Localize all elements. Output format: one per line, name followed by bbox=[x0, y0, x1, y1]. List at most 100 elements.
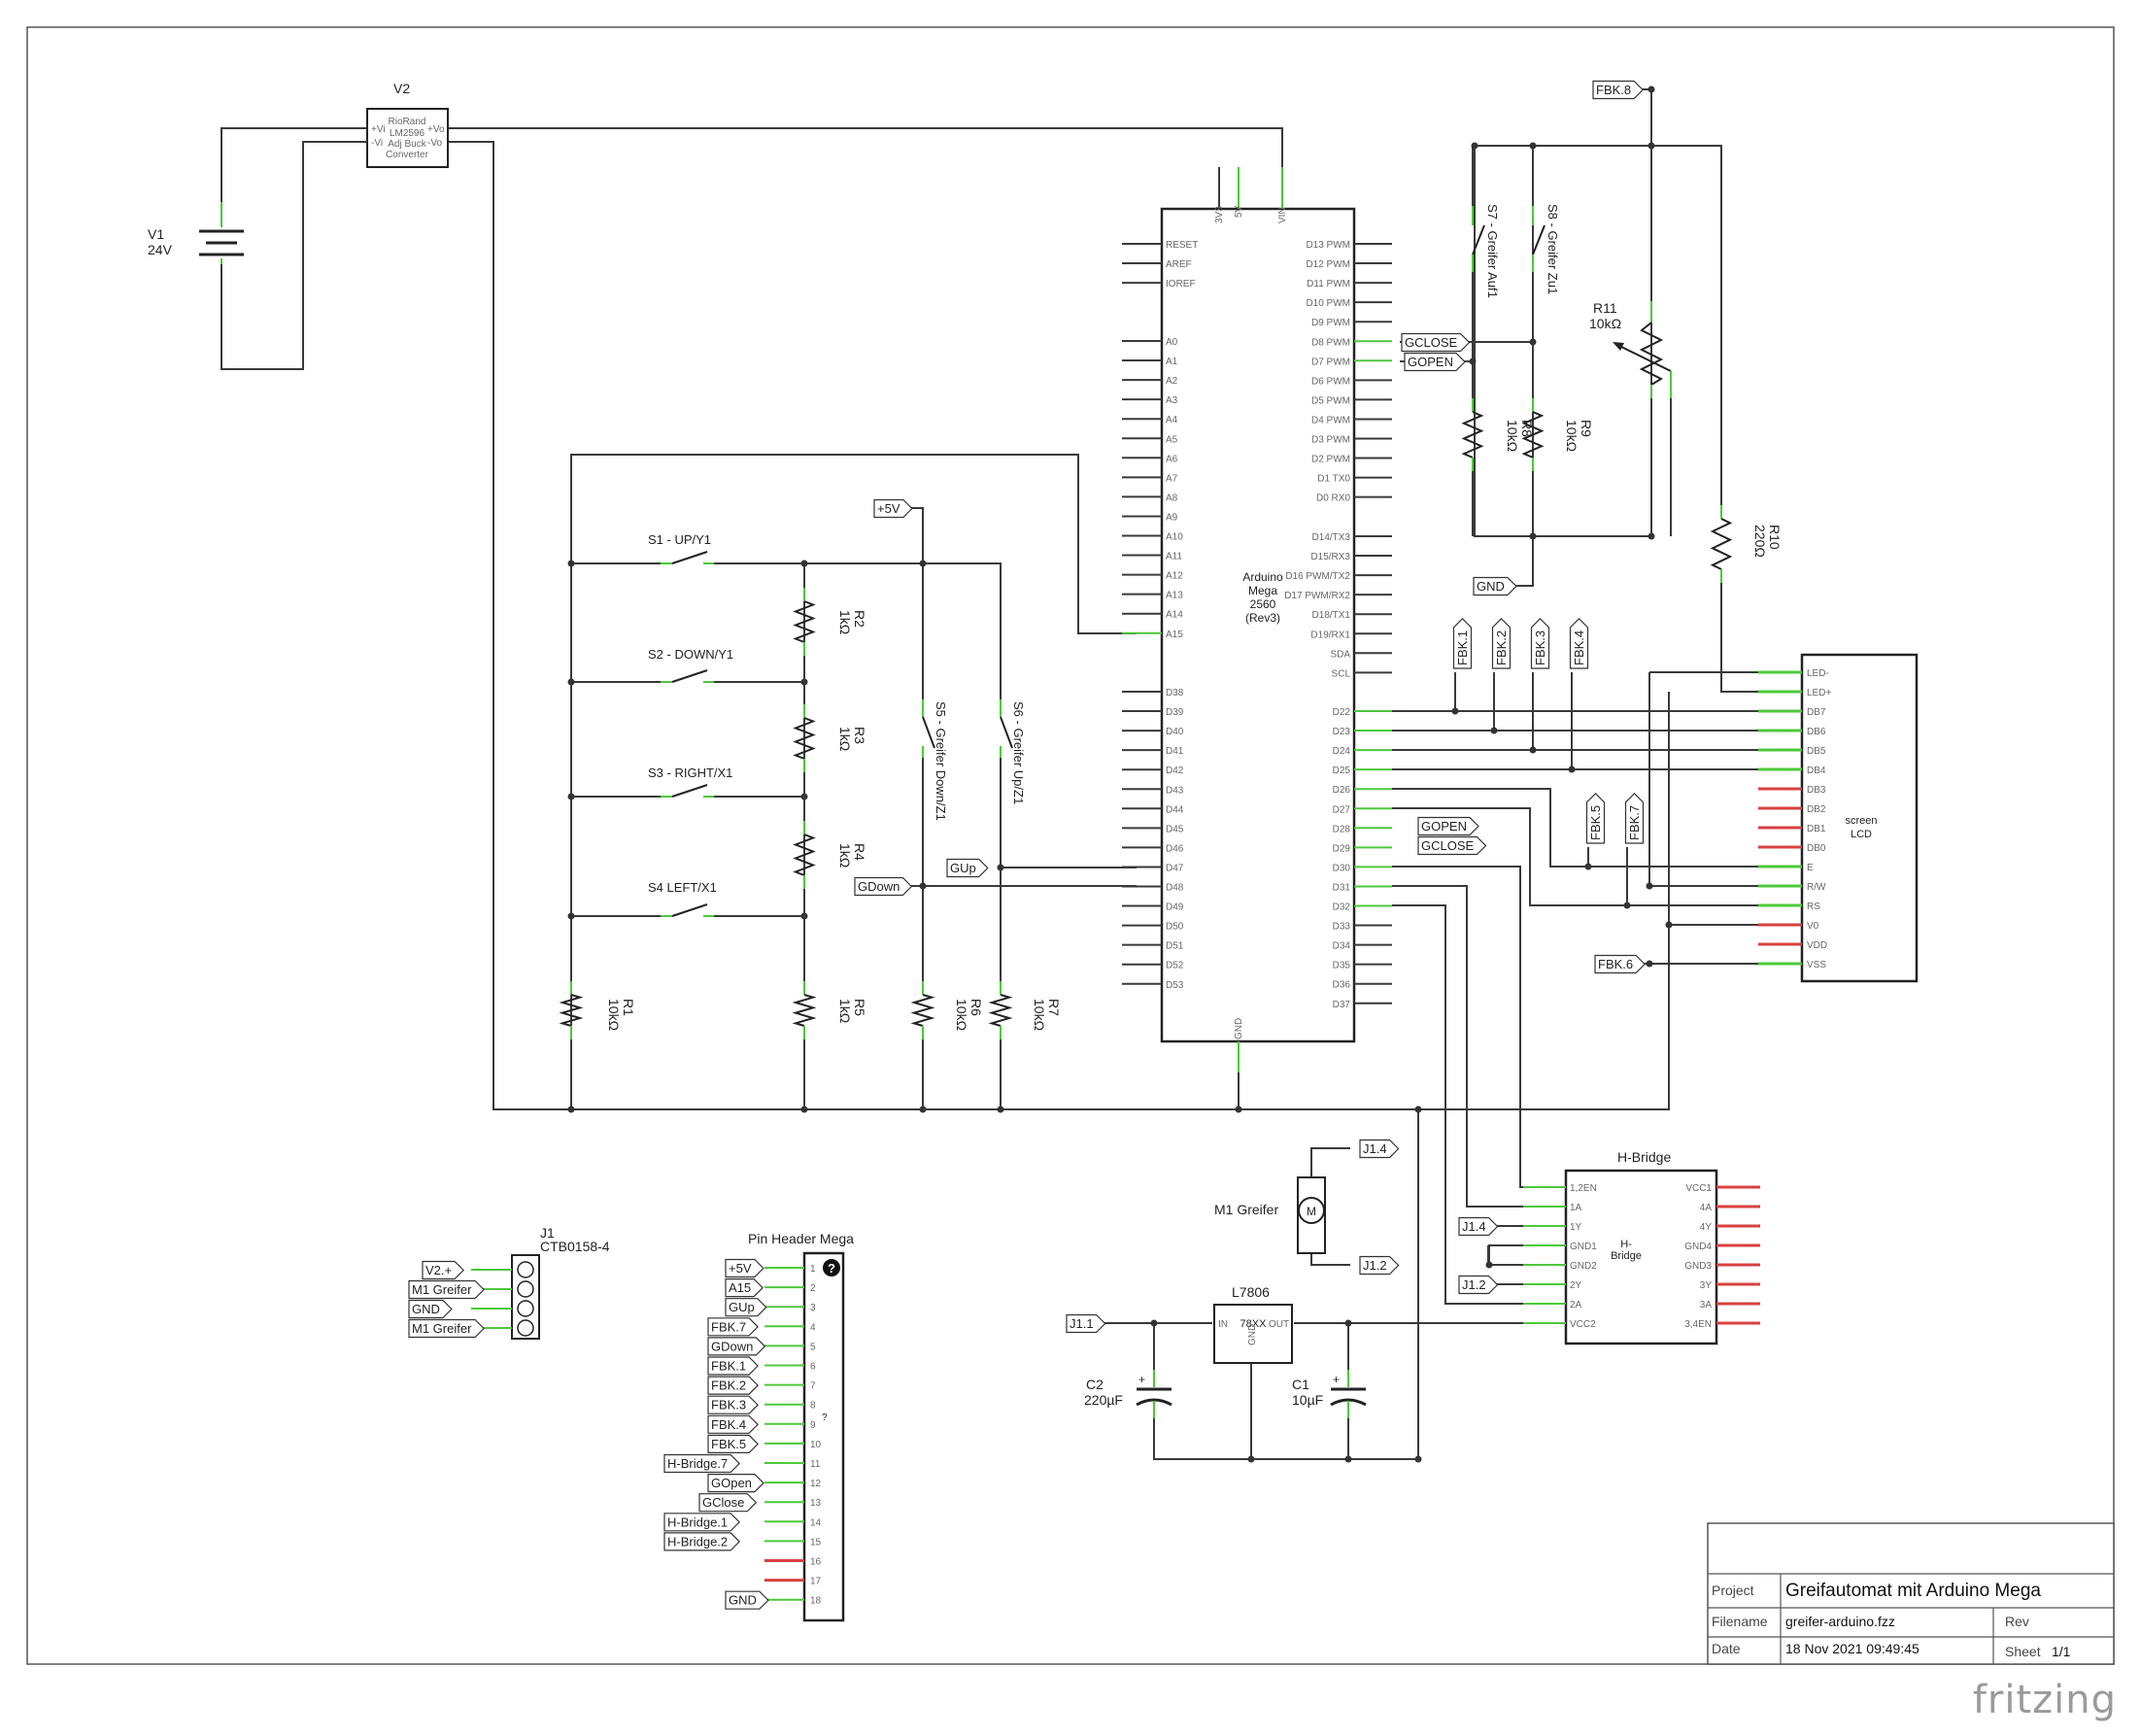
switch-s3[interactable]: S3 - RIGHT/X1 bbox=[648, 766, 732, 798]
net-label-fbk3[interactable]: FBK.3 bbox=[1530, 618, 1550, 669]
hbridge-pin-label: GND1 bbox=[1570, 1242, 1597, 1252]
arduino-pin-label: A0 bbox=[1166, 337, 1178, 348]
net-label-gdown[interactable]: GDown bbox=[854, 876, 913, 897]
pin-header-pin-number: 17 bbox=[810, 1577, 822, 1587]
net-label-j14-hbridge[interactable]: J1.4 bbox=[1458, 1216, 1499, 1237]
buck-converter-v2[interactable]: V2 RioRand LM2596 Adj Buck Converter +Vi… bbox=[366, 81, 449, 168]
arduino-pin-label: D12 PWM bbox=[1306, 259, 1350, 270]
terminal-j1[interactable]: J1 CTB0158-4 bbox=[471, 1225, 610, 1340]
net-label-header-0[interactable]: +5V bbox=[725, 1258, 764, 1278]
switch-s8[interactable]: S8 - Greifer Zu1 bbox=[1532, 204, 1560, 294]
net-label-fbk6[interactable]: FBK.6 bbox=[1594, 954, 1646, 974]
net-label-header-7[interactable]: FBK.3 bbox=[707, 1395, 759, 1414]
pin-header-pin-number: 3 bbox=[810, 1303, 816, 1313]
arduino-pin-label: D7 PWM bbox=[1311, 357, 1350, 367]
switch-s2[interactable]: S2 - DOWN/Y1 bbox=[648, 647, 733, 683]
net-label-j12-motor[interactable]: J1.2 bbox=[1359, 1255, 1400, 1276]
lcd-screen[interactable]: screen LCD LED-LED+DB7DB6DB5DB4DB3DB2DB1… bbox=[1758, 653, 1919, 983]
arduino-pin-label: D41 bbox=[1166, 746, 1184, 757]
net-label-header-9[interactable]: FBK.5 bbox=[707, 1434, 759, 1454]
h-bridge[interactable]: H-Bridge H- Bridge 1,2EN1A1YGND1GND22Y2A… bbox=[1523, 1149, 1760, 1345]
net-label-fbk2[interactable]: FBK.2 bbox=[1491, 618, 1512, 669]
net-label-header-10-text: H-Bridge.7 bbox=[667, 1456, 728, 1471]
net-label-header-2[interactable]: GUp bbox=[725, 1298, 767, 1317]
motor-m1[interactable]: M M1 Greifer bbox=[1214, 1176, 1326, 1254]
capacitor-c1[interactable]: + C1 10µF bbox=[1292, 1370, 1367, 1418]
pin-header-pin-number: 12 bbox=[810, 1479, 822, 1489]
net-label-header-5[interactable]: FBK.1 bbox=[707, 1356, 759, 1376]
switch-s1[interactable]: S1 - UP/Y1 bbox=[648, 532, 714, 564]
net-label-header-1[interactable]: A15 bbox=[725, 1277, 764, 1298]
net-label-header-6[interactable]: FBK.2 bbox=[707, 1376, 759, 1395]
net-label-header-13[interactable]: H-Bridge.1 bbox=[663, 1513, 740, 1532]
net-label-header-8[interactable]: FBK.4 bbox=[707, 1414, 759, 1434]
net-label-gopen-d28[interactable]: GOPEN bbox=[1417, 816, 1479, 836]
net-label-fbk7[interactable]: FBK.7 bbox=[1624, 793, 1645, 844]
pin-header-pin-number: 1 bbox=[810, 1264, 816, 1275]
c1-value: 10µF bbox=[1292, 1392, 1323, 1408]
lcd-pin-label: DB4 bbox=[1807, 766, 1826, 776]
net-label-fbk5[interactable]: FBK.5 bbox=[1585, 793, 1606, 844]
net-label-header-7-text: FBK.3 bbox=[711, 1398, 746, 1413]
regulator-l7806[interactable]: L7806 78XX IN OUT GND bbox=[1213, 1284, 1293, 1364]
net-label-header-3[interactable]: FBK.7 bbox=[707, 1317, 759, 1337]
net-label-fbk1[interactable]: FBK.1 bbox=[1452, 618, 1473, 669]
pin-header-mega[interactable]: Pin Header Mega ? ? 12345678910111213141… bbox=[748, 1231, 854, 1622]
title-sheet-value: 1/1 bbox=[2052, 1644, 2071, 1659]
switch-s7[interactable]: S7 - Greifer Auf1 bbox=[1472, 204, 1500, 298]
net-label-header-11[interactable]: GOpen bbox=[707, 1473, 764, 1493]
net-label-header-14[interactable]: H-Bridge.2 bbox=[663, 1532, 740, 1551]
net-label-gnd[interactable]: GND bbox=[1473, 576, 1517, 596]
arduino-pin-label: D17 PWM/RX2 bbox=[1284, 591, 1350, 601]
capacitor-c2[interactable]: + C2 220µF bbox=[1084, 1370, 1172, 1418]
net-label-j12-hbridge[interactable]: J1.2 bbox=[1458, 1275, 1499, 1295]
switch-s4[interactable]: S4 LEFT/X1 bbox=[648, 880, 717, 917]
hbridge-pin-label: 3A bbox=[1700, 1300, 1713, 1311]
net-label-j11[interactable]: J1.1 bbox=[1066, 1313, 1106, 1334]
r1-name: R1 bbox=[621, 999, 636, 1016]
net-label-gclose-top[interactable]: GCLOSE bbox=[1401, 332, 1471, 353]
r11-name: R11 bbox=[1593, 300, 1617, 316]
net-label-gclose-d29[interactable]: GCLOSE bbox=[1417, 835, 1487, 856]
net-label-j1-0[interactable]: V2.+ bbox=[422, 1260, 464, 1280]
arduino-pin-label: D24 bbox=[1333, 746, 1351, 757]
potentiometer-r11[interactable]: R11 10kΩ bbox=[1589, 300, 1672, 536]
r9-value: 10kΩ bbox=[1564, 420, 1580, 452]
net-label-j1-1[interactable]: M1 Greifer bbox=[408, 1279, 485, 1300]
arduino-pin-label: AREF bbox=[1166, 259, 1192, 270]
switch-s6[interactable]: S6 - Greifer Up/Z1 bbox=[1000, 699, 1026, 804]
lcd-pin-label: DB1 bbox=[1807, 824, 1826, 834]
arduino-mega-2560[interactable]: Arduino Mega 2560 (Rev3) 3V3 5V VIN GND … bbox=[1122, 167, 1392, 1072]
net-label-j14-top[interactable]: J1.4 bbox=[1359, 1139, 1400, 1159]
arduino-pin-label: D13 PWM bbox=[1306, 240, 1350, 251]
net-label-gopen-top[interactable]: GOPEN bbox=[1404, 352, 1466, 372]
net-label-fbk4[interactable]: FBK.4 bbox=[1569, 618, 1589, 669]
hbridge-pin-label: 3Y bbox=[1700, 1280, 1713, 1291]
switch-s5[interactable]: S5 - Greifer Down/Z1 bbox=[922, 699, 948, 821]
net-label-j1-3[interactable]: M1 Greifer bbox=[408, 1318, 485, 1339]
net-label-gup[interactable]: GUp bbox=[946, 858, 989, 878]
net-label-fbk1-text: FBK.1 bbox=[1455, 630, 1470, 665]
net-label-j1-2[interactable]: GND bbox=[408, 1299, 453, 1319]
net-label-header-12[interactable]: GClose bbox=[698, 1493, 758, 1513]
net-label-header-10[interactable]: H-Bridge.7 bbox=[663, 1453, 740, 1474]
net-label-header-17[interactable]: GND bbox=[725, 1590, 769, 1610]
net-label-plus5v[interactable]: +5V bbox=[873, 498, 913, 519]
r9-name: R9 bbox=[1579, 420, 1594, 437]
net-label-fbk4-text: FBK.4 bbox=[1572, 630, 1586, 665]
net-label-fbk8[interactable]: FBK.8 bbox=[1592, 80, 1644, 100]
battery-v1[interactable]: V1 24V bbox=[148, 202, 244, 264]
net-label-header-4[interactable]: GDown bbox=[707, 1337, 766, 1356]
